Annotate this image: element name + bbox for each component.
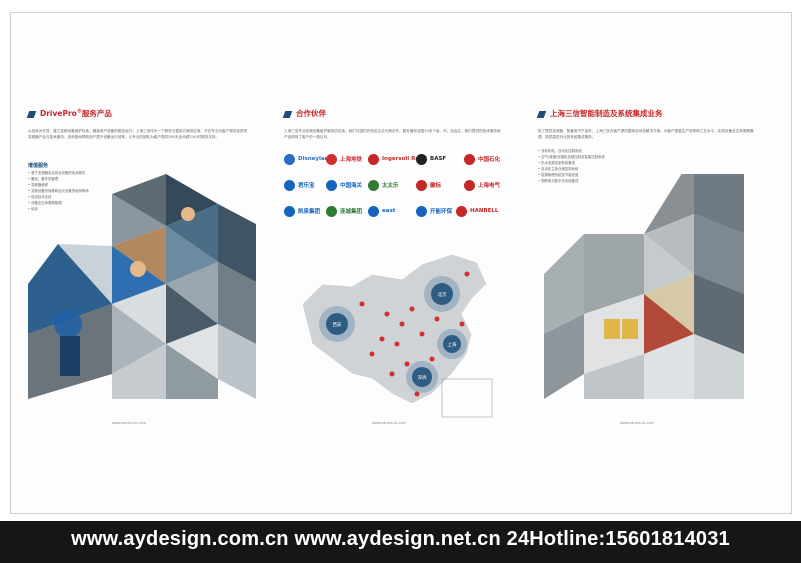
partner-logo: 中国石化: [464, 152, 500, 166]
panel-title: 上海三信智能制造及系统集成业务: [536, 108, 663, 119]
photo-mosaic: [544, 174, 744, 399]
intro-text: 以技术为先导，建立变频设备维护标准，确保用户设备的稳定运行。上海三信作为一个服务…: [28, 129, 248, 139]
logo-mark-icon: [284, 179, 295, 191]
partner-name: 开能环保: [430, 209, 453, 215]
intro-text: 除了提供变频器、配套电气产品外，上海三信为客户提供整体自动化解决方案，为客户提高…: [538, 129, 754, 139]
section-icon: [26, 110, 37, 118]
bottom-banner: www.aydesign.com.cn www.aydesign.net.cn …: [0, 521, 801, 563]
intro-text: 上海三信专业变频设备维护服务供应商，我们与国内外知名企业长期合作，服务遍布全国3…: [284, 129, 501, 139]
logo-mark-icon: [284, 205, 295, 217]
partner-name: 中国石化: [478, 157, 501, 163]
svg-text:西安: 西安: [333, 321, 342, 328]
service-item: 供水变频控制系统集成: [538, 160, 605, 166]
services-list: 非标机电、自动化控制系统空气(减速)压缩机变频控制及智能控制系统供水变频控制系统…: [538, 148, 605, 184]
banner-contact-text: www.aydesign.com.cn www.aydesign.net.cn …: [71, 528, 730, 550]
logo-mark-icon: [416, 179, 427, 191]
service-item: 备品、备件的管理: [28, 176, 89, 182]
panel-title: DrivePro®服务产品: [26, 108, 112, 119]
partner-name: 凯泉集团: [298, 209, 321, 215]
partner-name: 上海地铁: [340, 157, 363, 163]
services-heading: 增值服务: [28, 163, 49, 169]
partner-logo: 凯泉集团: [284, 204, 320, 218]
partner-logo: 君乐宝: [284, 178, 315, 192]
panel-partners: 合作伙伴 上海三信专业变频设备维护服务供应商，我们与国内外知名企业长期合作，服务…: [282, 108, 512, 438]
partner-logo: 中国海关: [326, 178, 362, 192]
logo-mark-icon: [326, 205, 337, 217]
partner-logo: HANBELL: [456, 204, 498, 218]
section-icon: [536, 110, 547, 118]
partner-name: east: [382, 208, 396, 214]
services-list: 基于变频器及自动化设备的技术服务备品、备件的管理变频器维修变频设备的保养和延长设…: [28, 170, 89, 212]
service-item: 设备全生命周期管理: [28, 200, 89, 206]
logo-mark-icon: [416, 205, 427, 217]
logo-mark-icon: [368, 179, 379, 191]
partner-name: HANBELL: [470, 208, 499, 214]
hub-shenzhen: [412, 367, 432, 387]
service-item: 变频器维修: [28, 182, 89, 188]
logo-mark-icon: [416, 153, 427, 165]
photo-mosaic: [28, 174, 256, 399]
partner-name: 上海电气: [478, 183, 501, 189]
logo-mark-icon: [326, 153, 337, 165]
partner-logo: 上海电气: [464, 178, 500, 192]
logo-mark-icon: [464, 153, 475, 165]
partner-logo: Ingersoll Rand: [368, 152, 427, 166]
section-icon: [282, 110, 293, 118]
svg-text:北京: 北京: [438, 291, 447, 298]
partner-logo: 开能环保: [416, 204, 452, 218]
svg-text:深圳: 深圳: [418, 374, 427, 381]
panel-title: 合作伙伴: [282, 108, 326, 119]
partner-name: 连城集团: [340, 209, 363, 215]
service-item: 物联网与数字化系统集成: [538, 178, 605, 184]
hub-beijing: [431, 283, 453, 305]
service-item: 变频设备的保养和延长设备的使用寿命: [28, 188, 89, 194]
footer-url: www.sanxin-hi.com: [372, 421, 406, 425]
partner-logo: east: [368, 204, 395, 218]
partner-name: Ingersoll Rand: [382, 156, 427, 162]
partner-logo: 连城集团: [326, 204, 362, 218]
footer-url: www.sanxin-hi.com: [620, 421, 654, 425]
service-item: 基于变频器及自动化设备的技术服务: [28, 170, 89, 176]
partner-name: Disneyland: [298, 156, 333, 162]
logo-mark-icon: [368, 205, 379, 217]
partner-logo: BASF: [416, 152, 446, 166]
partner-logo: 上海地铁: [326, 152, 362, 166]
hub-xian: [326, 313, 348, 335]
footer-url: www.sanxin-hi.com: [112, 421, 146, 425]
service-item: 培训: [28, 206, 89, 212]
logo-mark-icon: [284, 153, 295, 165]
svg-text:上海: 上海: [448, 341, 457, 348]
partner-logo: 徽标: [416, 178, 441, 192]
partner-name: BASF: [430, 156, 447, 162]
service-item: 空气(减速)压缩机变频控制及智能控制系统: [538, 154, 605, 160]
logo-mark-icon: [456, 205, 467, 217]
location-pins: [359, 271, 470, 397]
china-map: 西安 北京 上海 深圳: [301, 253, 493, 418]
partner-logo: Disneyland: [284, 152, 332, 166]
panel-drivepro: DrivePro®服务产品 以技术为先导，建立变频设备维护标准，确保用户设备的稳…: [26, 108, 256, 438]
service-item: 非标机电、自动化控制系统: [538, 148, 605, 154]
logo-mark-icon: [326, 179, 337, 191]
partner-name: 太太乐: [382, 183, 399, 189]
partner-logo: 太太乐: [368, 178, 399, 192]
panel-integration: 上海三信智能制造及系统集成业务 除了提供变频器、配套电气产品外，上海三信为客户提…: [536, 108, 766, 438]
logo-mark-icon: [368, 153, 379, 165]
service-item: 自动化立体仓储控制系统: [538, 166, 605, 172]
logo-mark-icon: [464, 179, 475, 191]
partner-name: 徽标: [430, 183, 442, 189]
service-item: 培训技术支持: [28, 194, 89, 200]
hub-shanghai: [443, 335, 461, 353]
partner-name: 中国海关: [340, 183, 363, 189]
service-item: 能源管理系统及节能改造: [538, 172, 605, 178]
partner-name: 君乐宝: [298, 183, 315, 189]
